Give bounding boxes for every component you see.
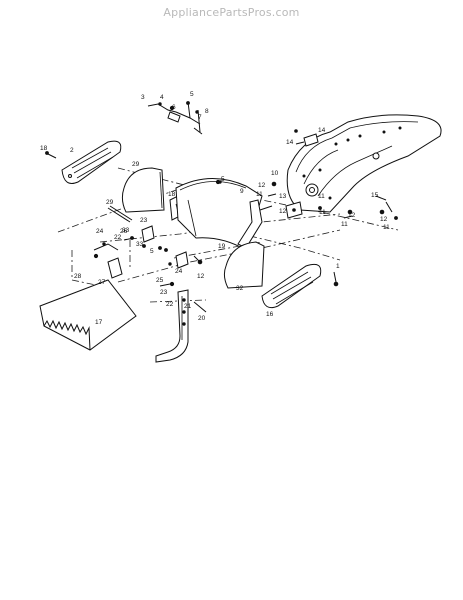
- callout-label: 13: [279, 193, 287, 200]
- callout-label: 29: [132, 161, 140, 168]
- callout-label: 12: [279, 208, 287, 215]
- depth-stake: [155, 281, 207, 363]
- callout-label: 3: [141, 94, 145, 101]
- clevis-24-33: [93, 242, 123, 279]
- tine-shield-right: [223, 241, 265, 289]
- misc-fasteners: [158, 179, 221, 265]
- bolt-17: [45, 151, 57, 159]
- bolt-13-plate-14: [294, 129, 319, 147]
- callout-label: 26: [120, 228, 128, 235]
- callout-label: 22: [114, 234, 122, 241]
- callout-label: 5: [150, 248, 154, 255]
- center-hardware: [123, 225, 189, 269]
- callout-label: 11: [383, 224, 390, 231]
- callout-label: 8: [205, 108, 209, 115]
- callout-label: 14: [318, 127, 326, 134]
- callout-label: 23: [160, 289, 168, 296]
- transmission-housing: [286, 114, 442, 213]
- callout-label: 1: [336, 263, 340, 270]
- callout-label: 11: [256, 191, 263, 198]
- callout-label: 33: [136, 241, 144, 248]
- callout-label: 14: [286, 139, 294, 146]
- callout-label: 24: [96, 228, 104, 235]
- callout-label: 22: [166, 301, 174, 308]
- callout-label: 12: [258, 182, 266, 189]
- throttle-linkage: [147, 101, 203, 135]
- callout-label: 20: [198, 315, 206, 322]
- callout-label: 19: [218, 243, 226, 250]
- bolt-1: [333, 271, 339, 287]
- callout-label: 28: [74, 273, 82, 280]
- callout-label: 12: [380, 216, 388, 223]
- left-foot-plate: [61, 140, 122, 184]
- callout-label: 15: [371, 192, 379, 199]
- callout-label: 11: [341, 221, 348, 228]
- callout-label: 29: [106, 199, 114, 206]
- callout-label: 23: [140, 217, 148, 224]
- callout-label: 6: [172, 104, 176, 111]
- callout-label: 18: [40, 145, 48, 152]
- callout-label: 2: [70, 147, 74, 154]
- callout-label: 9: [240, 188, 244, 195]
- callout-label: 21: [184, 303, 192, 310]
- callout-label: 5: [221, 176, 225, 183]
- right-foot-plate: [261, 263, 322, 309]
- callout-labels: 1 2 3 4 5 5 5 6 7 8 9 10 11 11 11 11 11 …: [40, 91, 390, 326]
- callout-label: 27: [98, 279, 106, 286]
- callout-label: 24: [175, 268, 183, 275]
- callout-label: 17: [95, 319, 103, 326]
- callout-label: 5: [190, 91, 194, 98]
- callout-label: 10: [271, 170, 279, 177]
- callout-label: 25: [156, 277, 164, 284]
- callout-label: 4: [160, 94, 164, 101]
- site-header: AppliancePartsPros.com: [163, 6, 300, 19]
- bolts-right: [259, 181, 398, 220]
- rear-flap: [39, 279, 137, 351]
- callout-label: 32: [236, 285, 244, 292]
- callout-label: 12: [197, 273, 205, 280]
- callout-label: 33: [122, 227, 130, 234]
- assembly-guide-lines: [57, 167, 399, 303]
- callout-label: 7: [198, 114, 202, 121]
- callout-label: 11: [318, 193, 325, 200]
- callout-label: 12: [348, 212, 356, 219]
- callout-label: 11: [319, 209, 326, 216]
- tine-shield-left: [121, 167, 165, 213]
- rod-28: [107, 205, 133, 223]
- callout-label: 18: [168, 191, 176, 198]
- callout-label: 16: [266, 311, 274, 318]
- tine-hood: [175, 177, 263, 251]
